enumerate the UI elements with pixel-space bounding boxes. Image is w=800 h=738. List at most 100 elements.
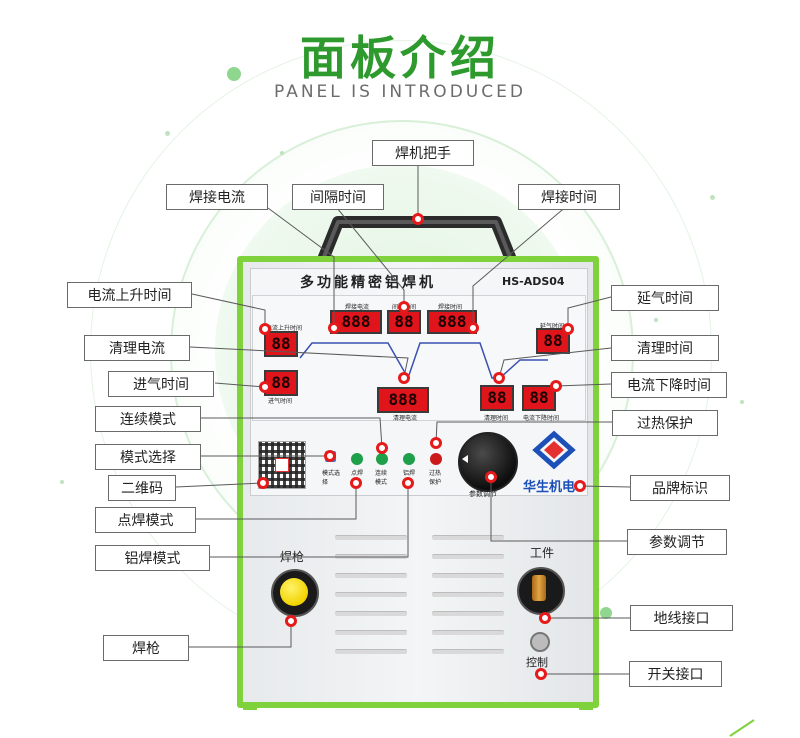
callout-post-gas: 延气时间	[611, 285, 719, 311]
vent-slot	[335, 573, 407, 578]
label-weld-current: 焊接电流	[345, 304, 370, 311]
ground-socket-core	[532, 575, 546, 601]
label-aluminium: 铝焊	[403, 470, 416, 477]
label-spot: 点焊	[351, 470, 364, 477]
marker-overheat	[430, 437, 442, 449]
bg-dot	[280, 151, 284, 155]
marker-continuous	[376, 442, 388, 454]
callout-continuous-mode: 连续模式	[95, 406, 201, 432]
work-socket-label: 工件	[530, 546, 555, 560]
marker-weld-current	[328, 322, 340, 334]
label-mode-select: 模式选择	[322, 470, 341, 486]
bg-dot	[165, 131, 170, 136]
callout-switch-port: 开关接口	[629, 661, 722, 687]
machine-foot	[243, 702, 257, 710]
callout-mode-select: 模式选择	[95, 444, 201, 470]
marker-aluminium	[402, 477, 414, 489]
callout-aluminium-mode: 铝焊模式	[95, 545, 210, 571]
bg-dot	[710, 195, 715, 200]
callout-interval-time: 间隔时间	[292, 184, 384, 210]
led-continuous	[376, 453, 388, 465]
callout-weld-time: 焊接时间	[518, 184, 620, 210]
marker-interval-time	[398, 301, 410, 313]
vent-slot	[432, 535, 504, 540]
callout-rise-time: 电流上升时间	[67, 282, 192, 308]
control-socket[interactable]	[530, 632, 550, 652]
bg-dot	[60, 480, 64, 484]
callout-fall-time: 电流下降时间	[611, 372, 727, 398]
label-clean-current: 清理电流	[393, 415, 418, 422]
marker-param-adjust	[485, 471, 497, 483]
led-spot	[351, 453, 363, 465]
page-subtitle: PANEL IS INTRODUCED	[274, 82, 526, 102]
label-post-gas: 延气时间	[540, 323, 565, 330]
marker-post-gas	[562, 323, 574, 335]
label-weld-time: 焊接时间	[438, 304, 463, 311]
torch-socket-core	[280, 578, 308, 606]
marker-switch-port	[535, 668, 547, 680]
callout-overheat: 过热保护	[612, 410, 718, 436]
marker-qr-code	[257, 477, 269, 489]
vent-slot	[335, 649, 407, 654]
callout-brand-logo: 品牌标识	[630, 475, 730, 501]
label-continuous: 连续模式	[375, 470, 388, 486]
qr-center-mark	[275, 458, 289, 472]
marker-pre-gas	[259, 381, 271, 393]
marker-torch	[285, 615, 297, 627]
marker-rise-time	[259, 323, 271, 335]
callout-clean-time: 清理时间	[611, 335, 719, 361]
vent-slot	[432, 630, 504, 635]
led-aluminium	[403, 453, 415, 465]
vent-slot	[432, 649, 504, 654]
machine-model: HS-ADS04	[502, 275, 565, 288]
marker-mode-select	[324, 450, 336, 462]
vent-slot	[432, 611, 504, 616]
callout-clean-current: 清理电流	[84, 335, 190, 361]
marker-weld-time	[467, 322, 479, 334]
callout-handle: 焊机把手	[372, 140, 474, 166]
callout-ground-port: 地线接口	[630, 605, 733, 631]
vent-slot	[335, 535, 407, 540]
callout-spot-mode: 点焊模式	[95, 507, 196, 533]
knob-pointer-icon	[462, 455, 468, 463]
marker-brand-logo	[574, 480, 586, 492]
brand-name: 华生机电	[523, 480, 576, 495]
brand-logo-icon	[532, 430, 576, 470]
vent-slot	[335, 630, 407, 635]
bg-dot	[740, 400, 744, 404]
display-rise-time: 88	[264, 331, 298, 357]
label-fall-time: 电流下降时间	[523, 415, 560, 422]
control-socket-label: 控制	[526, 656, 548, 669]
bg-dot	[227, 67, 241, 81]
marker-ground-port	[539, 612, 551, 624]
callout-torch: 焊枪	[103, 635, 189, 661]
marker-clean-time	[493, 372, 505, 384]
label-pre-gas: 进气时间	[268, 398, 293, 405]
vent-slot	[432, 554, 504, 559]
knob-label: 参数调节	[469, 490, 497, 498]
led-overheat	[430, 453, 442, 465]
marker-fall-time	[550, 380, 562, 392]
vent-slot	[335, 592, 407, 597]
vent-slot	[335, 611, 407, 616]
callout-weld-current: 焊接电流	[166, 184, 268, 210]
marker-handle	[412, 213, 424, 225]
page-title: 面板介绍	[300, 31, 500, 85]
label-rise-time: 电流上升时间	[266, 325, 303, 332]
vent-slot	[432, 573, 504, 578]
display-clean-current: 888	[377, 387, 429, 413]
label-overheat: 过热保护	[429, 470, 442, 486]
decor-stroke	[729, 719, 755, 737]
callout-param-adjust: 参数调节	[627, 529, 727, 555]
bg-dot	[600, 607, 612, 619]
callout-pre-gas: 进气时间	[108, 371, 214, 397]
marker-spot	[350, 477, 362, 489]
display-clean-time: 88	[480, 385, 514, 411]
bg-dot	[654, 318, 658, 322]
label-clean-time: 清理时间	[484, 415, 509, 422]
machine-name: 多功能精密铝焊机	[300, 275, 436, 291]
machine-foot	[579, 702, 593, 710]
callout-qr-code: 二维码	[108, 475, 176, 501]
